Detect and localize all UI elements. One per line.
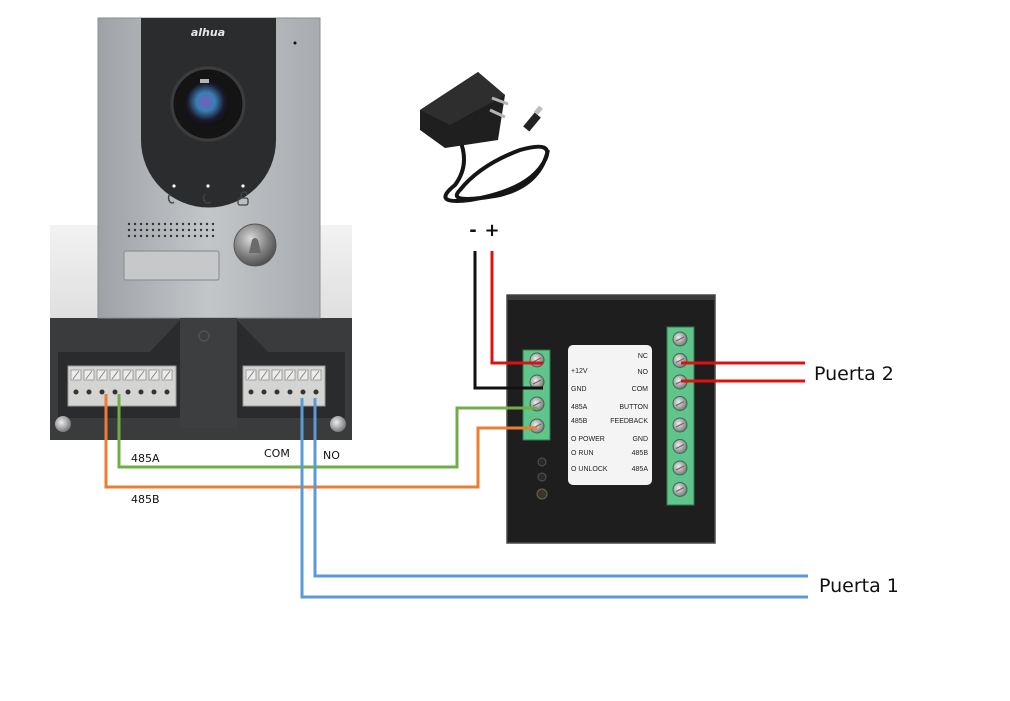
grille-hole	[205, 234, 209, 238]
grille-hole	[187, 228, 191, 232]
grille-hole	[163, 228, 167, 232]
module-right-label: NO	[638, 369, 649, 376]
grille-hole	[181, 228, 185, 232]
door2-label: Puerta 2	[814, 363, 894, 385]
grille-hole	[133, 228, 137, 232]
grille-hole	[157, 234, 161, 238]
dc-plug	[523, 112, 541, 132]
grille-hole	[133, 222, 137, 226]
name-plate	[123, 250, 220, 281]
mount-screw-right	[330, 416, 346, 432]
calling-icon	[167, 193, 175, 204]
grille-hole	[211, 222, 215, 226]
label-485b: 485B	[131, 493, 160, 506]
intercom-outdoor-station: alhua	[50, 17, 352, 440]
talking-icon	[202, 193, 212, 204]
grille-hole	[127, 228, 131, 232]
module-left-label: O RUN	[571, 450, 594, 457]
connector-left-8pin	[67, 365, 177, 407]
grille-hole	[211, 234, 215, 238]
led-unlock	[536, 488, 548, 500]
grille-hole	[199, 234, 203, 238]
power-adapter	[420, 72, 550, 203]
grille-hole	[163, 234, 167, 238]
module-left-label: O UNLOCK	[571, 466, 608, 473]
grille-hole	[145, 222, 149, 226]
module-right-label: GND	[632, 436, 648, 443]
grille-hole	[193, 228, 197, 232]
brand-logo: alhua	[191, 26, 225, 39]
grille-hole	[181, 234, 185, 238]
label-485a: 485A	[131, 452, 160, 465]
grille-hole	[187, 222, 191, 226]
grille-hole	[151, 228, 155, 232]
connector-right-6pin	[242, 365, 326, 407]
wire-485b	[104, 394, 537, 489]
grille-hole	[199, 228, 203, 232]
module-right-label: NC	[638, 353, 648, 360]
grille-hole	[175, 228, 179, 232]
grille-hole	[151, 222, 155, 226]
grille-hole	[139, 234, 143, 238]
module-right-label: 485A	[632, 466, 649, 473]
grille-hole	[193, 234, 197, 238]
grille-hole	[151, 234, 155, 238]
module-right-label: 485B	[632, 450, 649, 457]
grille-hole	[175, 234, 179, 238]
wire-door1-no	[313, 398, 808, 578]
label-com: COM	[264, 447, 290, 460]
power-plus-label: +	[484, 220, 499, 241]
grille-hole	[199, 222, 203, 226]
sensor-dot	[293, 41, 297, 45]
door1-label: Puerta 1	[819, 575, 899, 597]
grille-hole	[205, 222, 209, 226]
module-right-label: BUTTON	[619, 404, 648, 411]
grille-hole	[169, 222, 173, 226]
grille-hole	[187, 234, 191, 238]
speaker-grille	[127, 222, 215, 238]
grille-hole	[169, 234, 173, 238]
led-power	[537, 457, 547, 467]
grille-hole	[139, 222, 143, 226]
grille-hole	[145, 228, 149, 232]
bell-icon	[249, 238, 261, 253]
power-minus-label: -	[469, 220, 476, 241]
grille-hole	[175, 222, 179, 226]
grille-hole	[211, 228, 215, 232]
grille-hole	[127, 234, 131, 238]
module-left-label: 485B	[571, 418, 588, 425]
module-left-label: 485A	[571, 404, 588, 411]
module-left-label: O POWER	[571, 436, 605, 443]
mount-screw-left	[55, 416, 71, 432]
wire-power-positive	[490, 251, 543, 365]
adapter-prong-top	[491, 96, 509, 106]
camera-lens-icon	[186, 82, 230, 126]
adapter-prong-bottom	[489, 108, 506, 119]
grille-hole	[205, 228, 209, 232]
module-left-label: GND	[571, 386, 587, 393]
module-left-label: +12V	[571, 368, 588, 375]
grille-hole	[133, 234, 137, 238]
led-run	[537, 472, 547, 482]
grille-hole	[157, 222, 161, 226]
grille-hole	[139, 228, 143, 232]
grille-hole	[181, 222, 185, 226]
grille-hole	[163, 222, 167, 226]
wire-power-negative	[473, 251, 543, 390]
grille-hole	[169, 228, 173, 232]
module-right-label: COM	[632, 386, 649, 393]
wire-door1-com	[300, 398, 808, 599]
grille-hole	[157, 228, 161, 232]
grille-hole	[193, 222, 197, 226]
module-label-card	[568, 345, 652, 485]
unlock-icon	[237, 191, 249, 206]
wire-485a	[117, 394, 537, 469]
module-right-label: FEEDBACK	[610, 418, 648, 425]
grille-hole	[145, 234, 149, 238]
adapter-cable	[443, 139, 550, 203]
label-no: NO	[323, 449, 340, 462]
access-control-module: +12V GND 485A 485B O POWER O RUN O UNLOCK NC NO C…	[506, 294, 716, 544]
grille-hole	[127, 222, 131, 226]
